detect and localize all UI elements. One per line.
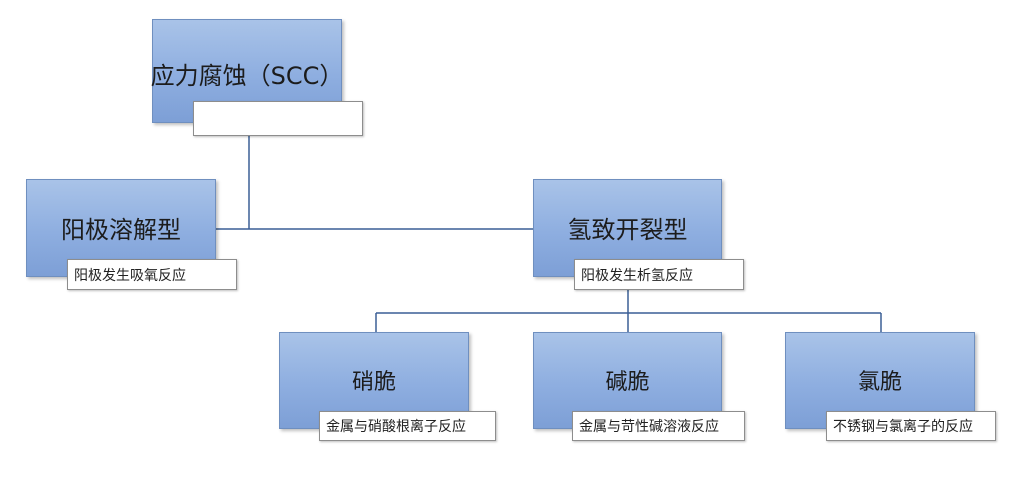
chloride-subtitle: 不锈钢与氯离子的反应 — [826, 411, 996, 441]
caustic-subtitle: 金属与苛性碱溶液反应 — [572, 411, 745, 441]
anodic-title: 阳极溶解型 — [61, 216, 181, 244]
nitrate-title: 硝脆 — [351, 370, 396, 395]
hydrogen-title: 氢致开裂型 — [567, 216, 688, 244]
nitrate-subtitle: 金属与硝酸根离子反应 — [319, 411, 496, 441]
hydrogen-subtitle: 阳极发生析氢反应 — [574, 259, 744, 290]
chloride-title: 氯脆 — [857, 370, 902, 395]
root-title: 应力腐蚀（SCC） — [150, 62, 344, 90]
caustic-title: 碱脆 — [605, 370, 650, 395]
root-subtitle — [193, 101, 363, 136]
anodic-subtitle: 阳极发生吸氧反应 — [67, 259, 237, 290]
